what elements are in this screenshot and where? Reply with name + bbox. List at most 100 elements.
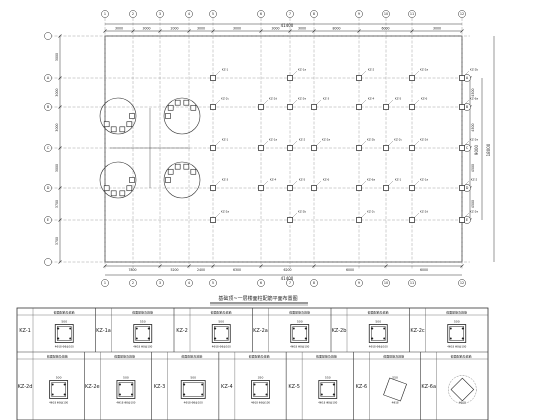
column-section xyxy=(119,190,126,197)
schedule-column-id: KZ-2a xyxy=(253,328,268,334)
schedule-column-id: KZ-4 xyxy=(221,384,233,390)
column-label: KZ-1 xyxy=(222,138,229,142)
column-section xyxy=(409,104,415,110)
section-dimension-text: 500 xyxy=(61,320,67,324)
rebar-dot xyxy=(135,337,138,340)
axis-bubble xyxy=(156,279,164,287)
axis-bubble xyxy=(129,279,137,287)
radial-ring xyxy=(163,161,201,199)
section-outline xyxy=(318,380,338,399)
rebar-dot xyxy=(135,327,138,330)
dimension-tick xyxy=(58,146,62,150)
axis-bubble xyxy=(44,74,52,82)
column-section xyxy=(129,113,135,119)
schedule-column-id: KZ-2e xyxy=(85,384,100,390)
column-label: KZ-3 xyxy=(323,97,330,101)
section-outline xyxy=(133,324,153,343)
section-rebar-note: 4Φ18 Φ8@100 xyxy=(133,345,152,349)
section-outline xyxy=(180,380,206,399)
column-section xyxy=(287,104,293,110)
axis-bubble-number: 1 xyxy=(104,281,106,285)
column-section xyxy=(409,217,415,223)
rebar-dot xyxy=(292,337,295,340)
column-section xyxy=(190,168,197,175)
bottom-dimension-text: 2400 xyxy=(197,268,205,272)
axis-bubble-number: 7 xyxy=(289,281,291,285)
rebar-dot xyxy=(130,393,133,396)
column-leader-line xyxy=(361,140,367,146)
schedule-header-text: 截面配筋及箍筋 xyxy=(54,309,75,314)
axis-bubble-letter: E xyxy=(47,218,49,222)
left-dimension-text: 3000 xyxy=(55,123,59,131)
axis-bubble-number: 2 xyxy=(132,281,134,285)
axis-bubble-number: 9 xyxy=(358,12,360,16)
column-section xyxy=(409,145,415,151)
section-dimension-text: 550 xyxy=(392,376,398,380)
axis-bubble xyxy=(355,10,363,18)
column-leader-line xyxy=(263,180,269,186)
schedule-header-text: 截面配筋及箍筋 xyxy=(211,309,232,314)
column-section xyxy=(459,217,465,223)
rebar-dot xyxy=(449,337,452,340)
column-label: KZ-1 xyxy=(395,178,402,182)
schedule-header-text: 截面配筋及箍筋 xyxy=(181,353,202,358)
axis-bubble-letter: C xyxy=(47,146,50,150)
rebar-dot xyxy=(130,383,133,386)
schedule-header-text: 截面配筋及箍筋 xyxy=(47,353,68,358)
top-dimension-text: 3000 xyxy=(197,27,205,31)
dimension-tick xyxy=(58,186,62,190)
axis-bubble-number: 2 xyxy=(132,12,134,16)
rebar-dot xyxy=(69,327,72,330)
right-dimension-text: 4500 xyxy=(471,123,475,131)
top-dimension-text: 3000 xyxy=(271,27,279,31)
section-rebar-note: 4Φ18 xyxy=(459,401,466,405)
column-label: KZ-1a xyxy=(269,138,277,142)
column-section xyxy=(287,75,293,81)
schedule-column-id: KZ-1a xyxy=(96,328,111,334)
section-stirrup xyxy=(214,326,229,341)
axis-bubble-letter: B xyxy=(466,105,469,109)
schedule-column-id: KZ-6 xyxy=(356,384,368,390)
rebar-dot xyxy=(57,327,60,330)
schedule-column-id: KZ-5 xyxy=(288,384,300,390)
rebar-dot xyxy=(320,383,323,386)
column-leader-line xyxy=(388,180,394,186)
schedule-column-id: KZ-2 xyxy=(176,328,188,334)
column-label: KZ-2c xyxy=(394,138,402,142)
column-leader-line xyxy=(316,180,322,186)
section-stirrup xyxy=(118,382,134,397)
column-leader-line xyxy=(361,212,367,218)
schedule-header-text: 截面配筋及箍筋 xyxy=(114,353,135,358)
rebar-dot xyxy=(449,327,452,330)
column-leader-line xyxy=(215,180,221,186)
column-section xyxy=(356,75,362,81)
rebar-dot xyxy=(118,383,121,386)
schedule-column-id: KZ-6a xyxy=(421,384,436,390)
column-leader-line xyxy=(292,70,298,76)
schedule-header-text: 截面配筋及箍筋 xyxy=(132,309,153,314)
axis-bubble-number: 4 xyxy=(188,12,190,16)
column-leader-line xyxy=(316,140,322,146)
section-dimension-text: 500 xyxy=(375,320,381,324)
axis-bubble xyxy=(458,279,466,287)
right-dimension-text: 4500 xyxy=(471,200,475,208)
column-section xyxy=(174,163,181,170)
section-rebar-note: 4Φ18 Φ8@100 xyxy=(251,401,270,405)
rebar-dot xyxy=(461,327,464,330)
column-section xyxy=(356,217,362,223)
axis-bubble-number: 4 xyxy=(188,281,190,285)
column-label: KZ-2 xyxy=(368,68,375,72)
column-section xyxy=(409,75,415,81)
axis-bubble-number: 9 xyxy=(358,281,360,285)
column-section xyxy=(210,185,216,191)
column-label: KZ-2 xyxy=(299,138,306,142)
column-label: KZ-2d xyxy=(269,97,277,101)
section-stirrup xyxy=(57,326,72,341)
column-label: KZ-2e xyxy=(470,210,478,214)
axis-bubble xyxy=(129,10,137,18)
axis-bubble xyxy=(156,10,164,18)
schedule-header-text: 截面配筋及箍筋 xyxy=(451,353,472,358)
top-dimension-text: 3000 xyxy=(298,27,306,31)
